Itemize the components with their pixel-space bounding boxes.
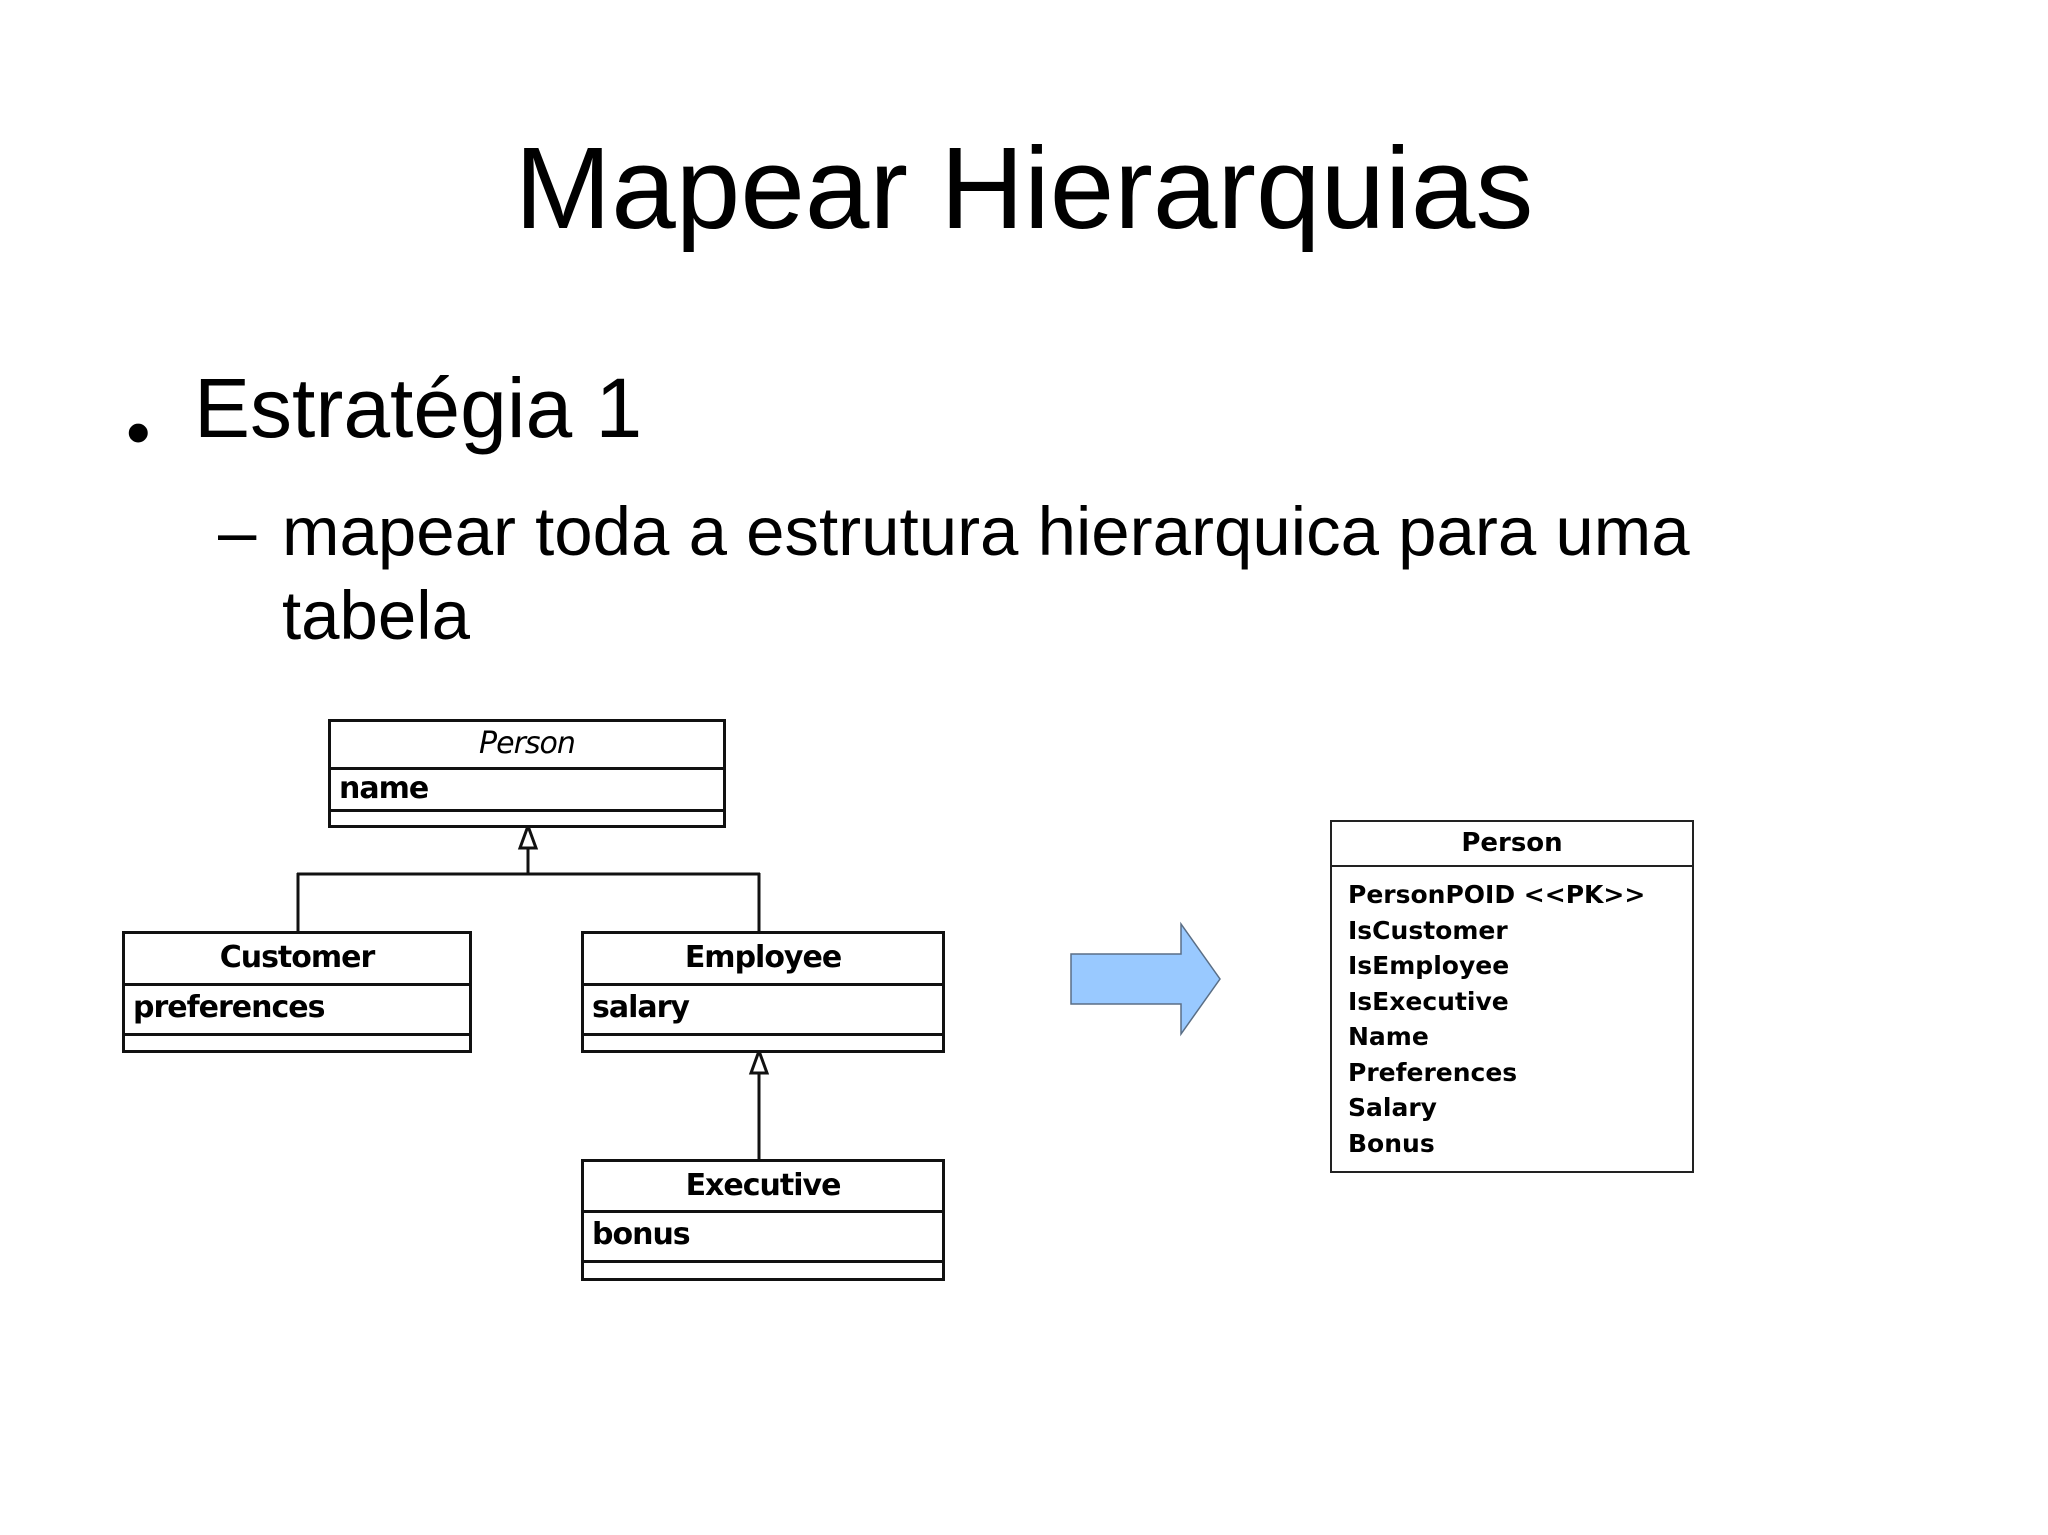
uml-class-name: Employee	[584, 934, 942, 986]
db-table-name: Person	[1332, 822, 1692, 867]
db-column: Preferences	[1348, 1057, 1518, 1087]
uml-class-attribute: bonus	[584, 1213, 942, 1263]
uml-class-attribute: name	[331, 770, 723, 812]
uml-class-employee: Employee salary	[581, 931, 945, 1053]
bullet-dot-icon: •	[126, 393, 151, 471]
db-column: Name	[1348, 1022, 1429, 1051]
db-column: IsCustomer	[1348, 915, 1508, 945]
right-arrow-icon	[1070, 921, 1221, 1037]
db-column: Salary	[1348, 1093, 1437, 1122]
dash-marker-icon: –	[218, 493, 257, 570]
sub-bullet-text-line1: mapear toda a estrutura hierarquica para…	[282, 493, 1690, 570]
db-column: PersonPOID <<PK>>	[1348, 880, 1646, 909]
db-table-columns: PersonPOID <<PK>> IsCustomer IsEmployee …	[1332, 867, 1692, 1161]
uml-class-operations	[331, 812, 723, 825]
db-column: IsExecutive	[1348, 986, 1509, 1016]
uml-class-name: Customer	[125, 934, 469, 986]
db-column: Bonus	[1348, 1128, 1435, 1158]
db-column: IsEmployee	[1348, 951, 1510, 980]
uml-class-operations	[125, 1036, 469, 1050]
uml-class-executive: Executive bonus	[581, 1159, 945, 1281]
inheritance-triangle-icon	[517, 821, 539, 850]
uml-class-attribute: preferences	[125, 986, 469, 1036]
uml-class-name: Executive	[584, 1162, 942, 1213]
uml-class-person: Person name	[328, 719, 726, 828]
uml-class-attribute: salary	[584, 986, 942, 1036]
uml-class-operations	[584, 1263, 942, 1278]
inheritance-triangle-icon	[748, 1046, 770, 1075]
slide-title: Mapear Hierarquias	[514, 123, 1534, 253]
bullet-text: Estratégia 1	[194, 361, 643, 455]
uml-class-customer: Customer preferences	[122, 931, 472, 1053]
sub-bullet-text-line2: tabela	[282, 577, 470, 654]
db-table-person: Person PersonPOID <<PK>> IsCustomer IsEm…	[1330, 820, 1694, 1173]
uml-class-name: Person	[331, 722, 723, 770]
uml-class-operations	[584, 1036, 942, 1050]
